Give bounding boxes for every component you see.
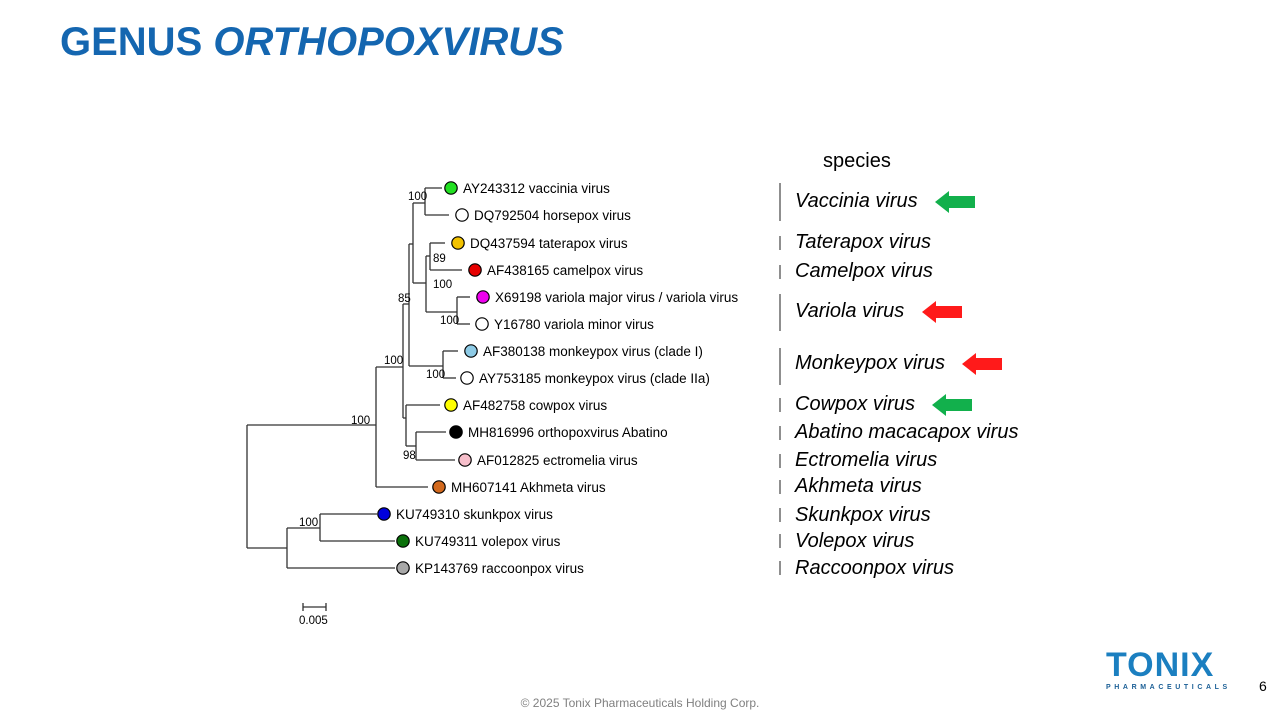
leaf-label: AY753185 monkeypox virus (clade IIa) bbox=[479, 371, 710, 386]
leaf-marker-icon bbox=[455, 208, 469, 222]
leaf-label: AF012825 ectromelia virus bbox=[477, 453, 638, 468]
bootstrap-value: 89 bbox=[433, 253, 446, 265]
bootstrap-value: 85 bbox=[398, 293, 411, 305]
bootstrap-value: 100 bbox=[426, 369, 445, 381]
leaf-label: AF438165 camelpox virus bbox=[487, 263, 643, 278]
leaf-marker-icon bbox=[444, 181, 458, 195]
title-prefix: GENUS bbox=[60, 20, 214, 64]
green-arrow-icon bbox=[932, 394, 972, 416]
bootstrap-value: 98 bbox=[403, 450, 416, 462]
species-label: Monkeypox virus bbox=[795, 352, 946, 374]
leaf-label: DQ792504 horsepox virus bbox=[474, 208, 631, 223]
species-label: Variola virus bbox=[795, 300, 905, 322]
species-label: Taterapox virus bbox=[795, 231, 931, 253]
leaf-label: X69198 variola major virus / variola vir… bbox=[495, 290, 738, 305]
species-label: Abatino macacapox virus bbox=[795, 421, 1019, 443]
leaf-label: KP143769 raccoonpox virus bbox=[415, 561, 584, 576]
bootstrap-value: 100 bbox=[351, 415, 370, 427]
bootstrap-value: 100 bbox=[299, 517, 318, 529]
leaf-label: AY243312 vaccinia virus bbox=[463, 181, 610, 196]
copyright-footer: © 2025 Tonix Pharmaceuticals Holding Cor… bbox=[520, 696, 760, 710]
leaf-label: KU749311 volepox virus bbox=[415, 534, 561, 549]
leaf-label: KU749310 skunkpox virus bbox=[396, 507, 553, 522]
leaf-marker-icon bbox=[449, 425, 463, 439]
leaf-label: MH816996 orthopoxvirus Abatino bbox=[468, 425, 668, 440]
leaf-marker-icon bbox=[476, 290, 490, 304]
species-label: Akhmeta virus bbox=[795, 475, 922, 497]
red-arrow-icon bbox=[922, 301, 962, 323]
leaf-marker-icon bbox=[458, 453, 472, 467]
scale-bar-label: 0.005 bbox=[299, 615, 328, 627]
leaf-label: Y16780 variola minor virus bbox=[494, 317, 654, 332]
species-label: Vaccinia virus bbox=[795, 190, 918, 212]
species-label: Ectromelia virus bbox=[795, 449, 938, 471]
slide-title: GENUS ORTHOPOXVIRUS bbox=[60, 20, 564, 65]
leaf-marker-icon bbox=[468, 263, 482, 277]
leaf-marker-icon bbox=[396, 534, 410, 548]
leaf-label: AF482758 cowpox virus bbox=[463, 398, 607, 413]
logo-word: TONIX bbox=[1106, 646, 1215, 684]
bootstrap-value: 100 bbox=[408, 191, 427, 203]
leaf-marker-icon bbox=[464, 344, 478, 358]
species-label: Cowpox virus bbox=[795, 393, 916, 415]
species-label: Volepox virus bbox=[795, 530, 915, 552]
bootstrap-value: 100 bbox=[440, 315, 459, 327]
leaf-marker-icon bbox=[444, 398, 458, 412]
leaf-marker-icon bbox=[377, 507, 391, 521]
leaf-label: DQ437594 taterapox virus bbox=[470, 236, 628, 251]
species-label: Raccoonpox virus bbox=[795, 557, 954, 579]
leaf-marker-icon bbox=[451, 236, 465, 250]
leaf-marker-icon bbox=[460, 371, 474, 385]
bootstrap-value: 100 bbox=[433, 279, 452, 291]
red-arrow-icon bbox=[962, 353, 1002, 375]
leaf-marker-icon bbox=[475, 317, 489, 331]
title-genus: ORTHOPOXVIRUS bbox=[213, 20, 564, 64]
leaf-label: AF380138 monkeypox virus (clade I) bbox=[483, 344, 703, 359]
bootstrap-value: 100 bbox=[384, 355, 403, 367]
tonix-logo: TONIX PHARMACEUTICALS bbox=[1106, 646, 1231, 691]
logo-sub: PHARMACEUTICALS bbox=[1106, 684, 1231, 691]
page-number: 6 bbox=[1259, 678, 1267, 694]
leaf-label: MH607141 Akhmeta virus bbox=[451, 480, 606, 495]
species-label: Skunkpox virus bbox=[795, 504, 931, 526]
species-header: species bbox=[823, 150, 891, 172]
leaf-marker-icon bbox=[432, 480, 446, 494]
leaf-marker-icon bbox=[396, 561, 410, 575]
species-label: Camelpox virus bbox=[795, 260, 933, 282]
green-arrow-icon bbox=[935, 191, 975, 213]
